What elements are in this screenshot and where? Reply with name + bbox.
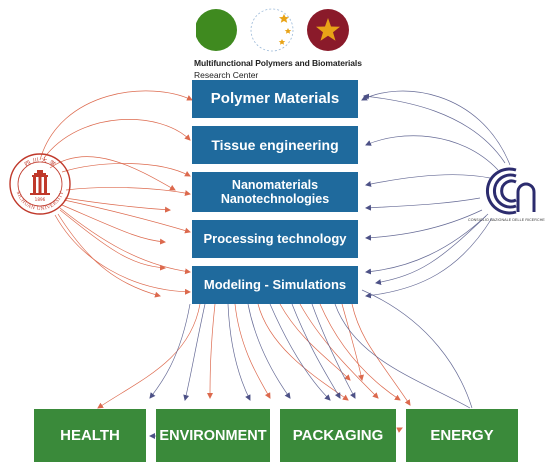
application-energy: ENERGY [406, 409, 518, 462]
svg-text:1896: 1896 [35, 197, 46, 202]
center-logo: Multifunctional Polymers and Biomaterial… [194, 4, 362, 86]
research-area-label-line-1: Nanomaterials [231, 177, 319, 192]
center-logo-subtitle: Research Center [194, 70, 259, 80]
research-area-label: Tissue engineering [211, 136, 339, 153]
research-area-processing-technology: Processing technology [192, 220, 358, 258]
application-packaging: PACKAGING [280, 409, 396, 462]
center-logo-title: Multifunctional Polymers and Biomaterial… [194, 58, 362, 68]
research-area-label: Modeling - Simulations [203, 276, 347, 292]
application-environment: ENVIRONMENT [156, 409, 270, 462]
cnr-logo-caption: CONSIGLIO NAZIONALE DELLE RICERCHE [468, 218, 545, 222]
research-area-label: Processing technology [203, 230, 347, 246]
research-area-polymer-materials: Polymer Materials [192, 80, 358, 118]
center-logo-graphic [196, 8, 349, 52]
sichuan-university-logo: 四 川 大 学 SICHUAN UNIVERSITY 1896 [9, 153, 71, 215]
cnr-logo [485, 167, 536, 215]
application-health: HEALTH [34, 409, 146, 462]
research-area-tissue-engineering: Tissue engineering [192, 126, 358, 164]
research-area-label-line-2: Nanotechnologies [220, 192, 330, 206]
research-area-nanomaterials: Nanomaterials Nanotechnologies [192, 172, 358, 212]
svg-text:四 川 大 学: 四 川 大 学 [23, 156, 57, 169]
research-area-modeling-simulations: Modeling - Simulations [192, 266, 358, 304]
research-area-label: Polymer Materials [210, 90, 340, 108]
